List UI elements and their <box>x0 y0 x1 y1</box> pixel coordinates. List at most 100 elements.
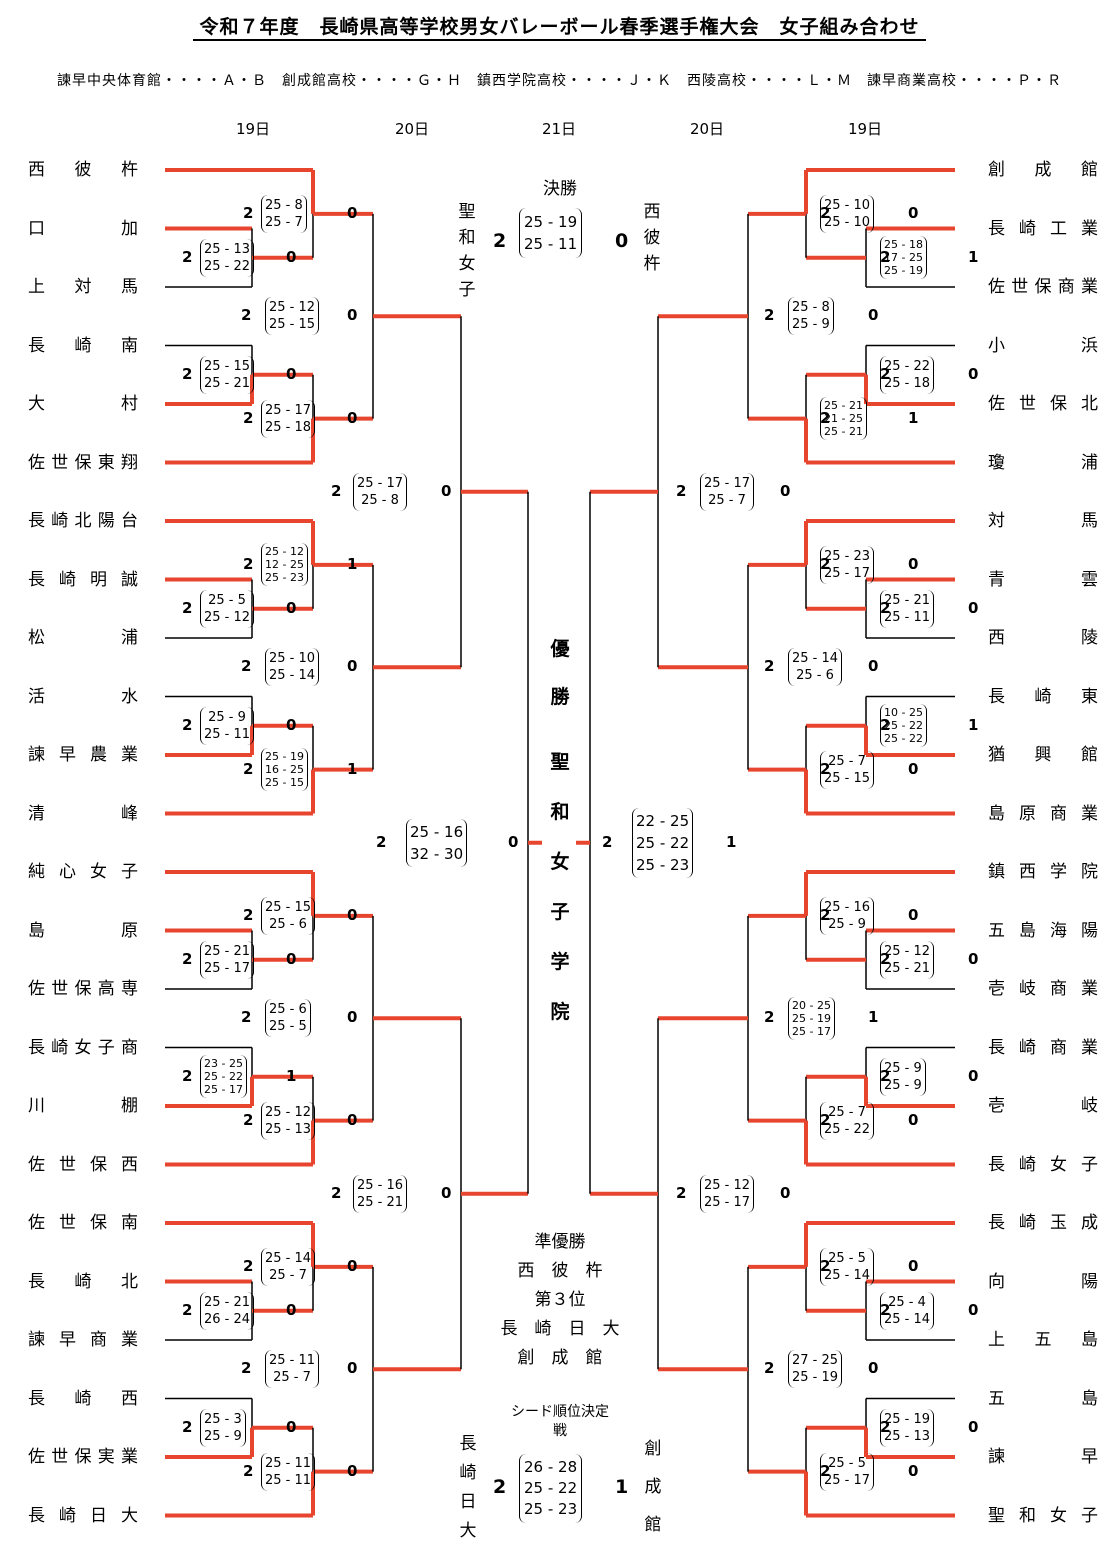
right-r1-0-set-2: 25 - 10 <box>824 214 871 230</box>
left-r1-8-l: 0 <box>347 905 358 924</box>
left-r3-1-set-1: 25 - 16 <box>357 1177 404 1193</box>
left-team: 佐世保東翔 <box>28 452 138 473</box>
right-r1-5-w: 2 <box>880 598 891 617</box>
left-r3-0-w: 2 <box>331 481 342 500</box>
left-r1-6-set-2: 25 - 11 <box>204 726 251 742</box>
right-semi-set-3: 25 - 23 <box>636 855 690 874</box>
seed-loser-sets: 1 <box>615 1476 629 1498</box>
left-r1-11-l: 0 <box>347 1110 358 1129</box>
final-right-team: 西彼杵 <box>643 202 661 274</box>
left-semi-set-1: 25 - 16 <box>410 822 464 841</box>
right-r1-4-w: 2 <box>820 554 831 573</box>
day-20-right: 20日 <box>689 120 725 138</box>
right-team: 対馬 <box>988 511 1098 531</box>
left-r2-0-set-2: 25 - 15 <box>269 317 316 333</box>
left-r1-10-set-3: 25 - 17 <box>204 1083 243 1097</box>
right-r1-10-set-2: 25 - 9 <box>884 1077 922 1093</box>
left-r1-13-set-1: 25 - 21 <box>204 1294 251 1310</box>
left-r1-2-set-2: 25 - 21 <box>204 375 251 391</box>
left-r1-15-set-1: 25 - 11 <box>265 1455 312 1471</box>
right-semi-set-1: 22 - 25 <box>636 811 690 830</box>
left-team: 長崎女子商 <box>28 1037 138 1058</box>
right-r1-12-set-2: 25 - 14 <box>824 1267 871 1283</box>
left-r1-0-w: 2 <box>243 203 254 222</box>
left-r1-11-set-2: 25 - 13 <box>265 1121 312 1137</box>
left-r1-14-w: 2 <box>182 1417 193 1436</box>
right-r1-15-w: 2 <box>820 1461 831 1480</box>
left-r1-9-set-2: 25 - 17 <box>204 960 251 976</box>
right-r1-10-set-1: 25 - 9 <box>884 1060 922 1076</box>
right-r1-12-set-1: 25 - 5 <box>828 1250 866 1266</box>
left-r1-9-w: 2 <box>182 949 193 968</box>
right-r1-1-set-2: 17 - 25 <box>884 251 923 265</box>
left-r3-0-l: 0 <box>441 481 452 500</box>
left-r1-4-set-3: 25 - 23 <box>265 571 304 585</box>
left-r1-10-set-1: 23 - 25 <box>204 1057 243 1071</box>
left-r1-13-set-2: 26 - 24 <box>204 1311 251 1327</box>
left-r1-9-l: 0 <box>286 949 297 968</box>
left-r2-1-set-2: 25 - 14 <box>269 668 316 684</box>
left-r2-0-w: 2 <box>241 306 252 325</box>
right-team: 長崎玉成 <box>988 1213 1098 1233</box>
champion: 優勝 聖和女子学院 <box>548 625 572 1037</box>
right-r1-7-set-2: 25 - 15 <box>824 770 871 786</box>
venue-list: 諫早中央体育館・・・・Ａ・Ｂ 創成館高校・・・・Ｇ・Ｈ 鎮西学院高校・・・・Ｊ・… <box>57 73 1062 89</box>
right-r3-1-l: 0 <box>780 1183 791 1202</box>
left-r1-3-l: 0 <box>347 408 358 427</box>
right-r2-3-set-2: 25 - 19 <box>792 1370 839 1386</box>
left-r1-8-set-2: 25 - 6 <box>269 916 307 932</box>
right-r1-3-set-3: 25 - 21 <box>824 425 863 439</box>
right-r1-0-w: 2 <box>820 203 831 222</box>
left-team: 長崎明誠 <box>28 569 138 590</box>
right-r1-1-set-1: 25 - 18 <box>884 238 923 252</box>
right-r2-1-w: 2 <box>764 657 775 676</box>
left-team: 長崎日大 <box>28 1505 138 1526</box>
left-r1-4-set-1: 25 - 12 <box>265 545 304 559</box>
left-team: 佐世保高専 <box>28 979 138 999</box>
right-team: 諫早 <box>988 1447 1098 1467</box>
right-r3-0-w: 2 <box>676 481 687 500</box>
right-team: 佐世保北 <box>988 394 1098 414</box>
left-r3-1-w: 2 <box>331 1183 342 1202</box>
right-r1-13-set-2: 25 - 14 <box>884 1311 931 1327</box>
right-r1-13-set-1: 25 - 4 <box>888 1294 926 1310</box>
right-r3-0-l: 0 <box>780 481 791 500</box>
left-r2-3-set-2: 25 - 7 <box>273 1370 311 1386</box>
right-semi-set-2: 25 - 22 <box>636 833 690 852</box>
left-r1-10-l: 1 <box>286 1066 297 1085</box>
final-left-team: 聖和女子 <box>458 202 476 300</box>
right-r1-6-set-3: 25 - 22 <box>884 732 923 746</box>
seed-set-1: 26 - 28 <box>524 1458 578 1476</box>
runner-up-label: 準優勝 <box>534 1232 586 1252</box>
left-r2-3-set-1: 25 - 11 <box>269 1353 316 1369</box>
right-r1-14-w: 2 <box>880 1417 891 1436</box>
right-r1-9-set-2: 25 - 21 <box>884 960 931 976</box>
right-r2-2-w: 2 <box>764 1008 775 1027</box>
right-team: 瓊浦 <box>988 452 1098 473</box>
seed-right-team: 創成館 <box>644 1439 662 1535</box>
left-team: 長崎北 <box>28 1271 138 1292</box>
left-r1-13-l: 0 <box>286 1300 297 1319</box>
right-team: 鎮西学院 <box>988 862 1098 882</box>
third-team-2: 創 成 館 <box>517 1348 603 1368</box>
right-r3-1-set-2: 25 - 17 <box>704 1194 751 1210</box>
left-r1-2-set-1: 25 - 15 <box>204 358 251 374</box>
